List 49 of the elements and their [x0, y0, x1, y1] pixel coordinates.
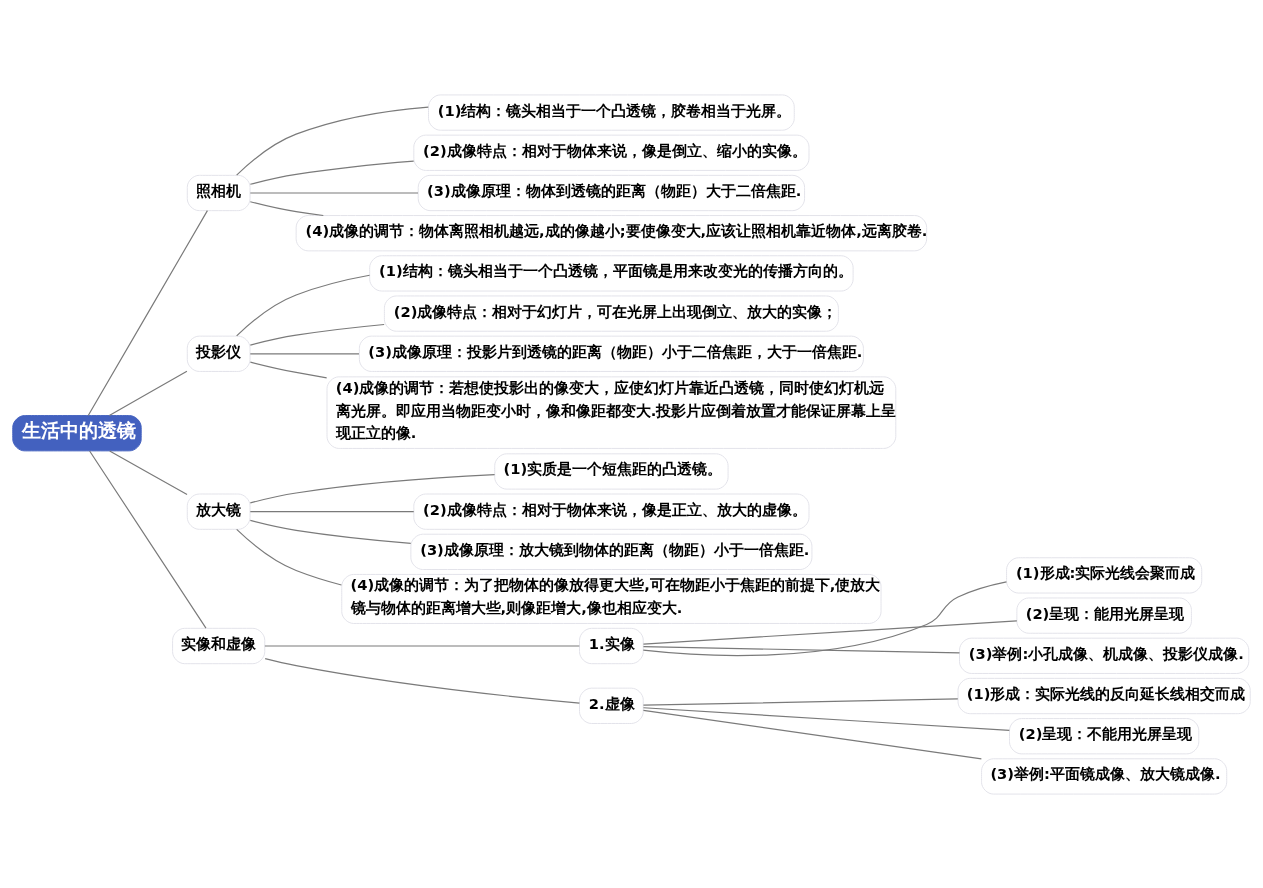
connector — [236, 105, 429, 176]
node-box: (4)成像的调节：若想使投影出的像变大，应使幻灯片靠近凸透镜，同时使幻灯机远离光屏。即应用当物距变小时，像和像距都变大.投影片应倒着放置才能保证屏幕上呈现正立的像. — [326, 375, 897, 449]
connector — [642, 619, 1018, 645]
node-box: 生活中的透镜 — [12, 414, 142, 451]
node-box: (3)成像原理：投影片到透镜的距离（物距）小于二倍焦距，大于一倍焦距. — [358, 335, 864, 372]
connector — [249, 473, 496, 504]
connector — [642, 709, 982, 759]
node-box: (2)成像特点：相对于物体来说，像是正立、放大的虚像。 — [413, 493, 810, 530]
connector — [642, 706, 1010, 731]
connector — [249, 352, 360, 354]
node-box: (3)成像原理：放大镜到物体的距离（物距）小于一倍焦距. — [410, 533, 813, 570]
connector — [249, 510, 415, 512]
node-box: (1)形成：实际光线的反向延长线相交而成 — [957, 677, 1251, 714]
connector — [264, 644, 580, 647]
connector — [109, 449, 188, 495]
node-box: (3)举例:平面镜成像、放大镜成像. — [981, 757, 1228, 795]
connector — [87, 209, 208, 416]
connector — [249, 323, 385, 346]
node-box: (4)成像的调节：物体离照相机越远,成的像越小;要使像变大,应该让照相机靠近物体,远离胶卷. — [295, 214, 928, 251]
node-box: (3)举例:小孔成像、机成像、投影仪成像. — [959, 637, 1250, 674]
node-box: (4)成像的调节：为了把物体的像放得更大些,可在物距小于焦距的前提下,使放大镜与物体的距离增大些,则像距增大,像也相应变大. — [341, 573, 882, 624]
node-box: (2)成像特点：相对于幻灯片，可在光屏上出现倒立、放大的实像； — [383, 294, 839, 332]
connector — [236, 274, 371, 336]
connector — [236, 528, 342, 586]
node-box: 投影仪 — [186, 335, 251, 372]
node-box: 放大镜 — [186, 493, 251, 530]
connector — [642, 645, 961, 654]
node-box: 实像和虚像 — [172, 627, 266, 664]
node-box: (3)成像原理：物体到透镜的距离（物距）大于二倍焦距. — [417, 174, 806, 211]
node-box: (1)实质是一个短焦距的凸透镜。 — [494, 452, 729, 490]
node-box: 1.实像 — [579, 627, 644, 664]
node-box: (2)呈现：不能用光屏呈现 — [1009, 717, 1200, 754]
node-box: (1)结构：镜头相当于一个凸透镜，平面镜是用来改变光的传播方向的。 — [369, 254, 854, 292]
node-box: 2.虚像 — [579, 687, 644, 724]
connector — [249, 160, 415, 185]
connector — [249, 361, 328, 378]
connector — [249, 191, 419, 194]
node-box: (1)结构：镜头相当于一个凸透镜，胶卷相当于光屏。 — [428, 93, 795, 131]
connector — [264, 657, 581, 704]
connector — [89, 449, 207, 629]
node-box: (1)形成:实际光线会聚而成 — [1006, 556, 1203, 594]
connector — [642, 580, 1008, 656]
connector — [249, 200, 324, 216]
connector — [249, 519, 412, 544]
node-box: 照相机 — [186, 174, 251, 211]
connector — [642, 697, 959, 706]
node-box: (2)成像特点：相对于物体来说，像是倒立、缩小的实像。 — [413, 134, 810, 171]
node-box: (2)呈现：能用光屏呈现 — [1016, 596, 1192, 634]
connector — [108, 370, 188, 416]
